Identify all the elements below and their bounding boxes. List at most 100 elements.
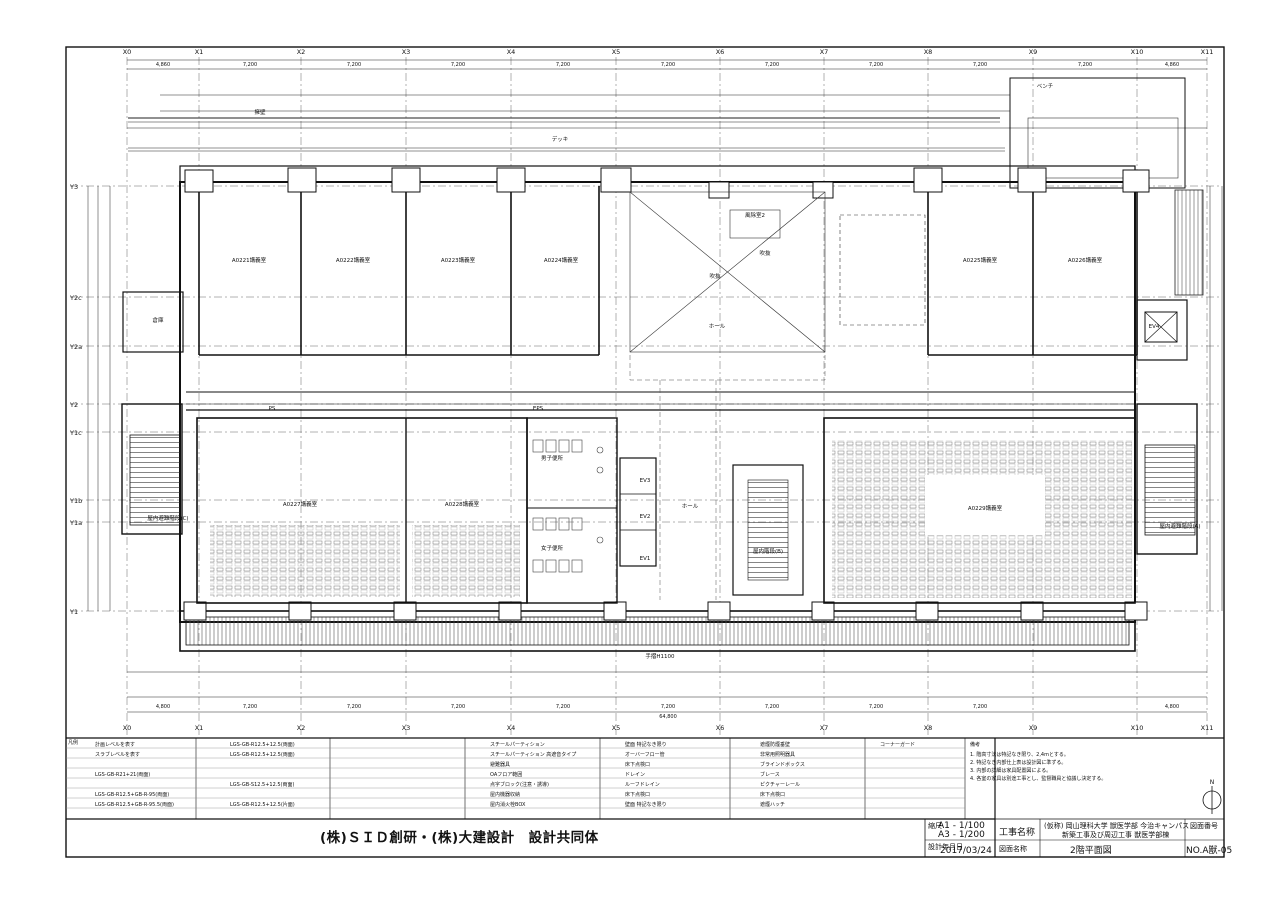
svg-text:壁面 特記なき限り: 壁面 特記なき限り xyxy=(625,801,667,808)
svg-text:7,200: 7,200 xyxy=(973,704,987,710)
svg-text:点字ブロック(注意・誘導): 点字ブロック(注意・誘導) xyxy=(490,781,549,788)
svg-text:4,800: 4,800 xyxy=(1165,704,1179,710)
svg-text:計画レベルを表す: 計画レベルを表す xyxy=(95,741,135,748)
svg-text:7,200: 7,200 xyxy=(869,704,883,710)
grid-x11-bottom: X11 xyxy=(1201,724,1214,732)
ps-label: PS xyxy=(269,406,276,412)
svg-text:床下点検口: 床下点検口 xyxy=(760,791,785,798)
corridor xyxy=(186,391,1135,411)
scale-label: 縮尺 xyxy=(928,822,942,830)
svg-text:7,200: 7,200 xyxy=(347,62,361,68)
svg-text:7,200: 7,200 xyxy=(661,62,675,68)
svg-text:LGS-GB-R12.5+12.5(両面): LGS-GB-R12.5+12.5(両面) xyxy=(230,752,295,758)
north-arrow-icon: N xyxy=(1202,779,1222,814)
svg-text:遮煙防煙垂壁: 遮煙防煙垂壁 xyxy=(760,741,790,748)
grid-x4-bottom: X4 xyxy=(507,724,516,732)
ev2-label: EV2 xyxy=(640,514,651,520)
grid-x1-top: X1 xyxy=(195,48,204,56)
grid-x3-bottom: X3 xyxy=(402,724,411,732)
svg-text:LGS-GB-R12.5+GB-R-95.5(両面): LGS-GB-R12.5+GB-R-95.5(両面) xyxy=(95,802,174,808)
grid-x8-top: X8 xyxy=(924,48,933,56)
grid-labels-bottom: X0 X1 X2 X3 X4 X5 X6 X7 X8 X9 X10 X11 xyxy=(123,724,1214,732)
legend-frame xyxy=(66,737,1224,857)
svg-text:オーバーフロー管: オーバーフロー管 xyxy=(625,751,665,758)
scale-a1: A1 - 1/100 xyxy=(938,821,985,831)
windbreak-label: 風除室2 xyxy=(745,211,765,219)
legend-text: 凡例 計画レベルを表す スラブレベルを表す LGS-GB-R21+21(両面) … xyxy=(68,739,1106,808)
grid-x5-top: X5 xyxy=(612,48,621,56)
svg-text:7,200: 7,200 xyxy=(243,62,257,68)
design-date: 2017/03/24 xyxy=(940,846,992,856)
svg-text:ピクチャーレール: ピクチャーレール xyxy=(760,782,800,788)
grid-x6-top: X6 xyxy=(716,48,725,56)
svg-text:壁面 特記なき限り: 壁面 特記なき限り xyxy=(625,741,667,748)
grid-x6-bottom: X6 xyxy=(716,724,725,732)
room-labels: A0221講義室 A0222講義室 A0223講義室 A0224講義室 A022… xyxy=(147,83,1200,660)
room-a0228: A0228講義室 xyxy=(445,500,480,508)
room-a0222: A0222講義室 xyxy=(336,256,371,264)
mens-wc-label: 男子便所 xyxy=(541,454,564,462)
grid-x9-bottom: X9 xyxy=(1029,724,1038,732)
svg-text:ルーフドレイン: ルーフドレイン xyxy=(625,782,660,788)
grid-x2-top: X2 xyxy=(297,48,306,56)
toilet-fixtures xyxy=(532,439,604,573)
grid-x2-bottom: X2 xyxy=(297,724,306,732)
notes-title: 備考 xyxy=(970,741,980,748)
svg-text:LGS-GB-R21+21(両面): LGS-GB-R21+21(両面) xyxy=(95,772,150,778)
service-core xyxy=(129,311,1196,604)
svg-text:7,200: 7,200 xyxy=(661,704,675,710)
top-dimension-values: 4,860 7,200 7,200 7,200 7,200 7,200 7,20… xyxy=(156,62,1179,68)
svg-text:LGS-GB-R12.5+12.5(両面): LGS-GB-R12.5+12.5(両面) xyxy=(230,742,295,748)
storage-label: 倉庫 xyxy=(152,316,164,324)
hall-label: ホール xyxy=(709,323,726,330)
svg-text:3. 内部の詳細は家具配置図による。: 3. 内部の詳細は家具配置図による。 xyxy=(970,767,1051,774)
legend-rows xyxy=(66,747,965,809)
lower-lecture-halls xyxy=(196,417,1136,604)
grid-x10-top: X10 xyxy=(1131,48,1144,56)
svg-text:7,200: 7,200 xyxy=(765,62,779,68)
womens-wc-label: 女子便所 xyxy=(541,544,564,552)
project-name-1: (仮称) 岡山理科大学 獣医学部 今治キャンパス xyxy=(1044,822,1190,830)
svg-text:7,200: 7,200 xyxy=(347,704,361,710)
drawing-number: NO.A獣-05 xyxy=(1186,846,1233,856)
svg-text:ブレース: ブレース xyxy=(760,771,780,778)
grid-x9-top: X9 xyxy=(1029,48,1038,56)
svg-text:7,200: 7,200 xyxy=(451,62,465,68)
drawing-name: 2階平面図 xyxy=(1070,846,1112,856)
grid-y1: Y1 xyxy=(69,608,78,616)
grid-y2: Y2 xyxy=(69,401,78,409)
svg-text:7,200: 7,200 xyxy=(1078,62,1092,68)
svg-text:床下点検口: 床下点検口 xyxy=(625,761,650,768)
deck-label: デッキ xyxy=(552,135,569,143)
scale-a3: A3 - 1/200 xyxy=(938,830,985,840)
void-label-2: 吹抜 xyxy=(759,249,771,257)
svg-text:屋内消火栓BOX: 屋内消火栓BOX xyxy=(490,801,526,808)
hall-label-2: ホール xyxy=(682,503,699,510)
dashed-hall-lines xyxy=(629,355,826,600)
svg-text:スチールパーティション 高遮音タイプ: スチールパーティション 高遮音タイプ xyxy=(490,751,576,758)
building-outline xyxy=(121,181,1198,652)
bench-label: ベンチ xyxy=(1037,83,1054,90)
svg-text:2. 特記なき内部仕上表は設計図に準ずる。: 2. 特記なき内部仕上表は設計図に準ずる。 xyxy=(970,759,1066,766)
date-label: 設計年月日 xyxy=(928,843,963,851)
room-a0221: A0221講義室 xyxy=(232,256,267,264)
svg-text:7,200: 7,200 xyxy=(869,62,883,68)
svg-text:スラブレベルを表す: スラブレベルを表す xyxy=(95,751,140,758)
eps-label: EPS xyxy=(533,406,544,412)
drawing-number-label: 図面番号 xyxy=(1190,822,1218,830)
svg-text:7,200: 7,200 xyxy=(243,704,257,710)
svg-text:OAフロア範囲: OAフロア範囲 xyxy=(490,771,522,778)
overall-width-dim: 64,800 xyxy=(659,714,677,720)
ev4-label: EV4 xyxy=(1149,324,1160,330)
ev3-label: EV3 xyxy=(640,478,651,484)
grid-x1-bottom: X1 xyxy=(195,724,204,732)
center-stair-label: 屋内階段(B) xyxy=(753,547,783,555)
svg-text:床下点検口: 床下点検口 xyxy=(625,791,650,798)
svg-text:コーナーガード: コーナーガード xyxy=(880,741,915,748)
grid-x5-bottom: X5 xyxy=(612,724,621,732)
svg-text:ドレイン: ドレイン xyxy=(625,772,645,778)
svg-text:7,200: 7,200 xyxy=(451,704,465,710)
firm-name: (株)ＳＩＤ創研・(株)大建設計 設計共同体 xyxy=(320,830,599,846)
grid-x0-bottom: X0 xyxy=(123,724,132,732)
